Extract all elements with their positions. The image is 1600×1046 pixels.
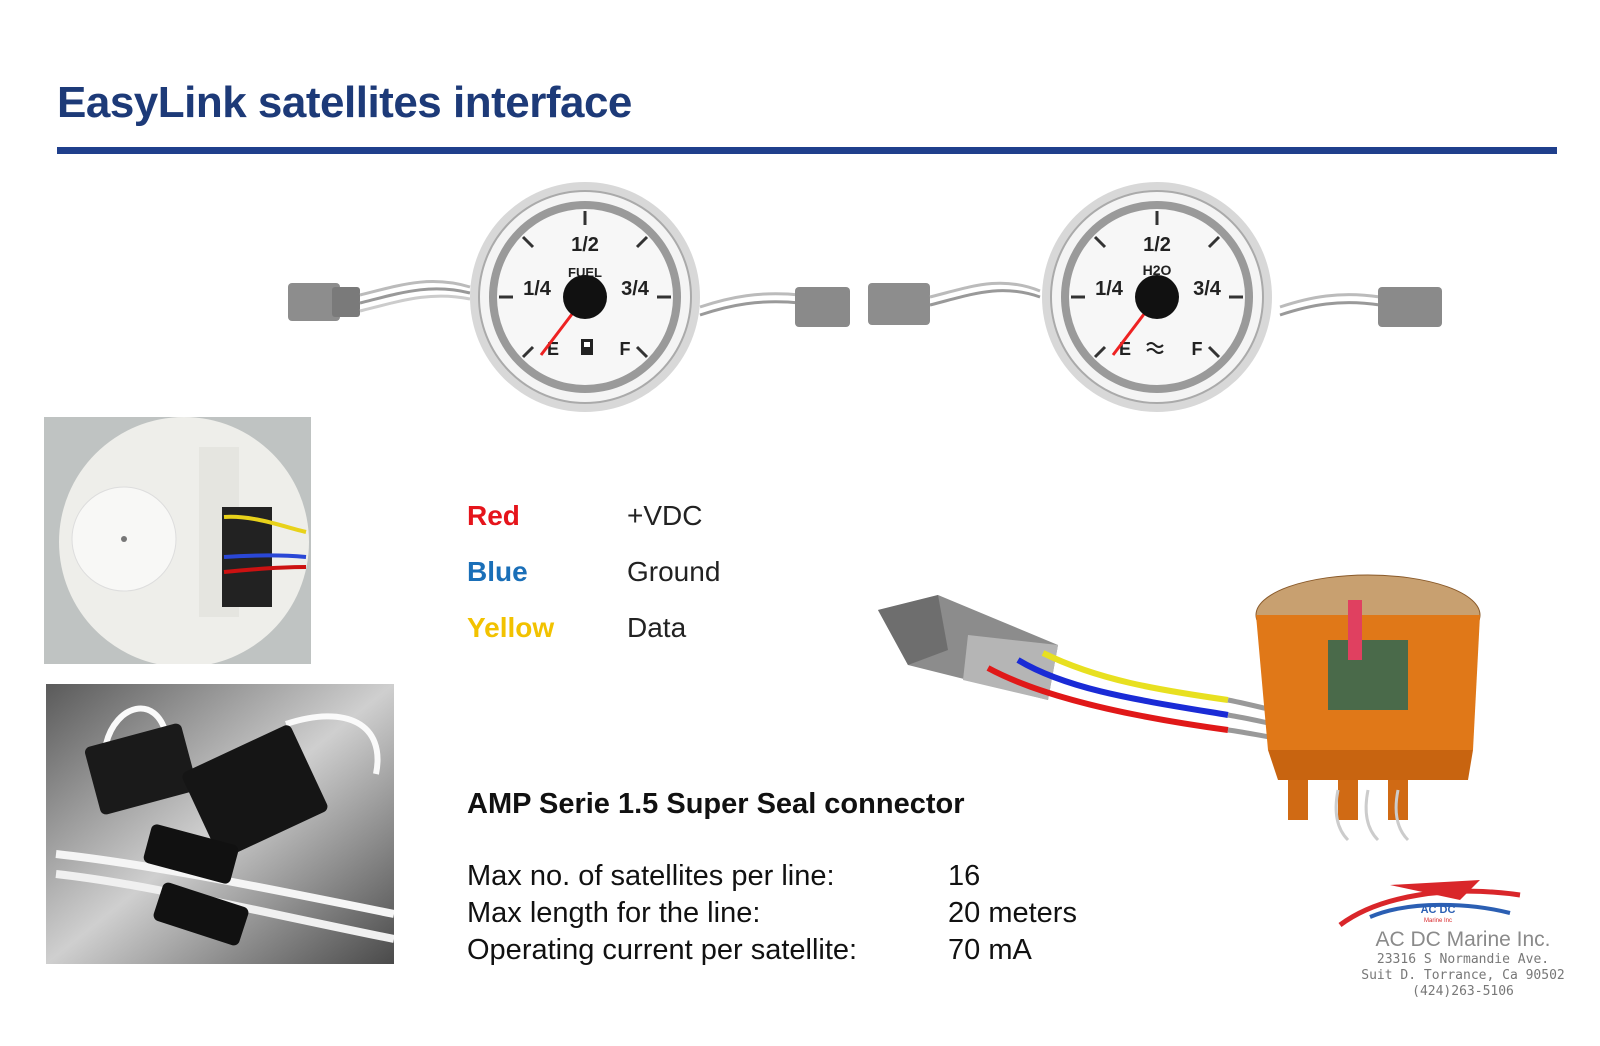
- wire-function-label: Ground: [627, 556, 721, 587]
- satellite-wiring-illustration: [878, 574, 1481, 842]
- gauge-full-label: F: [1192, 339, 1203, 359]
- page-title: EasyLink satellites interface: [57, 78, 632, 127]
- gauge-scale-label: 1/4: [523, 278, 552, 300]
- gauge-housing-cutaway: [1255, 574, 1481, 842]
- gauge-scale-label: 3/4: [1193, 278, 1222, 300]
- gauge-empty-label: E: [547, 339, 559, 359]
- connector-title: AMP Serie 1.5 Super Seal connector: [467, 788, 965, 820]
- logo-mark-subtext: Marine Inc: [1424, 918, 1452, 924]
- gauge-scale-label: 1/2: [571, 234, 599, 256]
- spec-row: Max no. of satellites per line: 16: [467, 860, 1107, 897]
- spec-table: Max no. of satellites per line: 16 Max l…: [467, 860, 1107, 971]
- spec-value: 20 meters: [948, 897, 1077, 929]
- spec-value: 16: [948, 860, 981, 892]
- spec-row: Max length for the line: 20 meters: [467, 897, 1107, 934]
- logo-mark-text: AC DC: [1421, 904, 1456, 916]
- gauge-scale-label: 1/2: [1143, 234, 1171, 256]
- spec-label: Max length for the line:: [467, 897, 761, 929]
- gauges-illustration: 1/2 FUEL 1/4 3/4 E F: [288, 182, 1442, 412]
- wire-color-label: Blue: [467, 556, 528, 587]
- connector-plug-icon: [1279, 287, 1442, 327]
- gauge-name-label: FUEL: [568, 265, 602, 280]
- gauge-full-label: F: [620, 339, 631, 359]
- gauge-name-label: H2O: [1143, 262, 1172, 278]
- gauge-back-photo: [44, 417, 311, 664]
- water-gauge: 1/2 H2O 1/4 3/4 E F: [1042, 182, 1272, 412]
- gauge-scale-label: 3/4: [621, 278, 650, 300]
- title-divider: [57, 147, 1557, 154]
- wire-color-label: Red: [467, 500, 520, 531]
- spec-label: Operating current per satellite:: [467, 934, 858, 966]
- fuel-gauge: 1/2 FUEL 1/4 3/4 E F: [470, 182, 700, 412]
- company-logo: AC DC Marine Inc: [1338, 880, 1521, 928]
- company-address-line: Suit D. Torrance, Ca 90502: [1361, 968, 1565, 983]
- connectors-photo: [46, 684, 394, 964]
- company-address-line: 23316 S Normandie Ave.: [1376, 952, 1550, 967]
- wire-function-label: +VDC: [627, 500, 703, 531]
- wire-color-label: Yellow: [467, 612, 555, 643]
- company-phone: (424)263-5106: [1412, 984, 1514, 999]
- spec-row: Operating current per satellite: 70 mA: [467, 934, 1107, 971]
- spec-value: 70 mA: [948, 934, 1032, 966]
- company-name: AC DC Marine Inc.: [1375, 928, 1551, 951]
- gauge-empty-label: E: [1119, 339, 1131, 359]
- gauge-scale-label: 1/4: [1095, 278, 1124, 300]
- connector-plug-icon: [699, 281, 1041, 327]
- fuel-pump-icon: [581, 339, 593, 355]
- connector-plug-icon: [288, 280, 471, 321]
- wire-function-label: Data: [627, 612, 687, 643]
- spec-label: Max no. of satellites per line:: [467, 860, 835, 892]
- water-wave-icon: [1146, 342, 1164, 354]
- super-seal-plug-icon: [878, 595, 1058, 700]
